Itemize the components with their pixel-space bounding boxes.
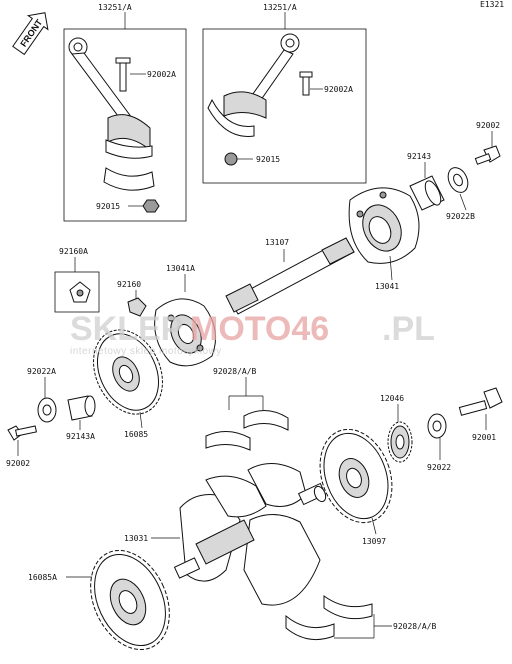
sprocket-13097-icon [319,428,393,524]
damper-92160a-box [54,271,100,313]
watermark-text-2: MOTO46 [190,310,329,348]
label-bolt-left-bottom: 92002 [6,459,30,468]
diagram-code: E1321 [480,0,504,9]
gear-13041-icon [348,187,420,264]
washer-top-icon [447,167,469,193]
sprocket-12046-icon [387,421,413,463]
balancer-shaft-icon [225,237,355,315]
front-arrow-icon: FRONT [12,12,49,56]
label-bearings-upper: 92028/A/B [213,367,257,376]
bolt-92001-icon [458,387,503,416]
gear-16085a-icon [90,549,170,651]
label-spacer-92143a: 92143A [66,432,95,441]
conrod-left-box [63,28,187,222]
bearing-shell-upper-right-icon [243,410,289,431]
watermark-subtitle: internetowy sklep motocyklowy [70,346,222,357]
label-washer-92022a: 92022A [27,367,56,376]
spacer-top-icon [409,175,445,211]
label-nut-right: 92015 [256,155,280,164]
label-washer-top: 92022B [446,212,475,221]
nut-right-icon [224,152,238,166]
bearing-shell-upper-left-icon [205,431,251,451]
label-gear-13041: 13041 [375,282,399,291]
washer-92022-icon [427,413,447,439]
label-sprocket-12046: 12046 [380,394,404,403]
label-conrod-left: 13251/A [98,3,132,12]
label-spacer-top: 92143 [407,152,431,161]
label-gear-13041a: 13041A [166,264,195,273]
label-damper-92160: 92160 [117,280,141,289]
watermark-text-3: .PL [382,310,435,348]
conrod-left-group: 13251/A 92002A 92015 [63,3,187,222]
label-sprocket-13097: 13097 [362,537,386,546]
bolt-left-icon [115,57,131,92]
connecting-rod-right-icon [207,33,300,137]
bearing-shell-lower-right-icon [323,595,373,620]
damper-92160-icon [127,297,147,317]
label-damper-92160a: 92160A [59,247,88,256]
watermark: SKLEP MOTO46 .PL internetowy sklep motoc… [70,310,435,357]
nut-left-icon [142,199,160,213]
gear-16085-icon [93,329,163,415]
label-shaft: 13107 [265,238,289,247]
watermark-text-1: SKLEP [70,310,183,348]
crankshaft-icon [173,463,327,606]
cap-left-icon [103,167,155,191]
label-nut-left: 92015 [96,202,120,211]
label-crankshaft: 13031 [124,534,148,543]
bolt-left-bottom-icon [7,425,37,441]
conrod-right-group: 13251/A 92002A 92015 [202,3,367,184]
gear-13041a-icon [154,298,217,367]
connecting-rod-left-icon [68,37,153,159]
damper-92160a-icon [69,281,91,303]
bearing-shell-lower-left-icon [285,614,335,641]
conrod-right-box [202,28,367,184]
label-conrod-right: 13251/A [263,3,297,12]
label-bolt-92001: 92001 [472,433,496,442]
label-bearings-lower: 92028/A/B [393,622,437,631]
label-gear-16085: 16085 [124,430,148,439]
bolt-top-right-icon [474,145,501,165]
washer-92022a-icon [37,397,57,423]
label-bolt-right: 92002A [324,85,353,94]
label-bolt-left: 92002A [147,70,176,79]
label-bolt-top-right: 92002 [476,121,500,130]
label-gear-16085a: 16085A [28,573,57,582]
spacer-92143a-icon [67,395,96,421]
bolt-right-icon [299,71,313,96]
label-washer-92022: 92022 [427,463,451,472]
